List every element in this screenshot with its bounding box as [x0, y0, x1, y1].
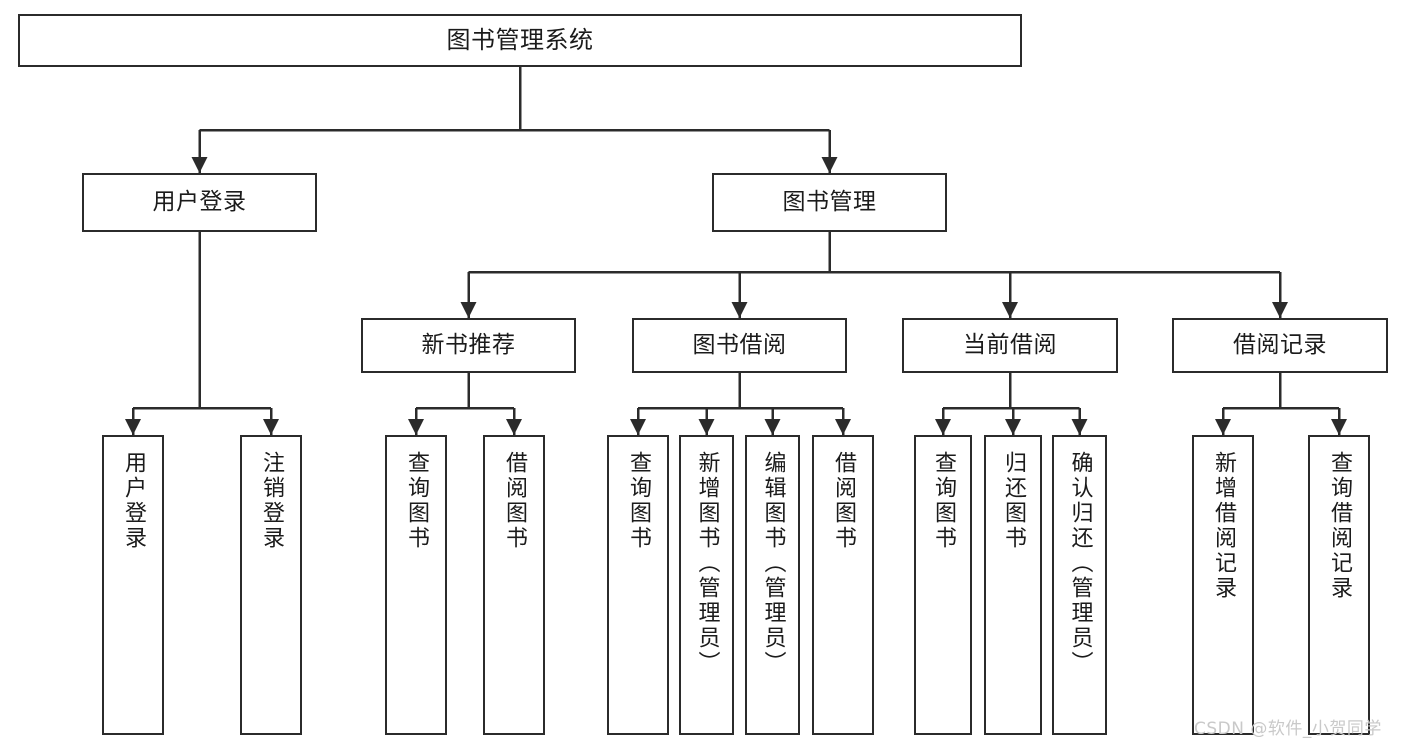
node-leaf-query-record[interactable]: 查询借阅记录	[1308, 435, 1370, 735]
node-label: 用户登录	[121, 451, 146, 551]
node-leaf-add-book[interactable]: 新增图书（管理员）	[679, 435, 734, 735]
node-book-mgmt[interactable]: 图书管理	[712, 173, 947, 232]
node-leaf-return-book[interactable]: 归还图书	[984, 435, 1042, 735]
node-leaf-user-login[interactable]: 用户登录	[102, 435, 164, 735]
node-label: 查询图书	[931, 451, 956, 551]
node-leaf-borrow-book-1[interactable]: 借阅图书	[483, 435, 545, 735]
node-leaf-edit-book[interactable]: 编辑图书（管理员）	[745, 435, 800, 735]
node-label: 当前借阅	[963, 331, 1057, 358]
node-leaf-query-book-2[interactable]: 查询图书	[607, 435, 669, 735]
node-leaf-confirm-return[interactable]: 确认归还（管理员）	[1052, 435, 1107, 735]
node-leaf-query-book-1[interactable]: 查询图书	[385, 435, 447, 735]
node-new-book-rec[interactable]: 新书推荐	[361, 318, 576, 373]
node-label: 注销登录	[259, 451, 284, 551]
node-book-borrow[interactable]: 图书借阅	[632, 318, 847, 373]
node-label: 新增图书（管理员）	[694, 451, 720, 676]
node-label: 确认归还（管理员）	[1067, 451, 1093, 676]
node-label: 借阅记录	[1233, 331, 1327, 358]
node-leaf-user-logout[interactable]: 注销登录	[240, 435, 302, 735]
node-label: 图书借阅	[692, 331, 787, 358]
node-root[interactable]: 图书管理系统	[18, 14, 1022, 67]
node-leaf-add-record[interactable]: 新增借阅记录	[1192, 435, 1254, 735]
node-label: 查询借阅记录	[1327, 451, 1352, 601]
node-label: 图书管理系统	[446, 26, 594, 55]
node-label: 新增借阅记录	[1211, 451, 1236, 601]
node-user-login[interactable]: 用户登录	[82, 173, 317, 232]
node-leaf-borrow-book-2[interactable]: 借阅图书	[812, 435, 874, 735]
node-label: 归还图书	[1001, 451, 1026, 551]
node-label: 用户登录	[152, 188, 247, 215]
node-label: 借阅图书	[502, 451, 527, 551]
node-label: 查询图书	[404, 451, 429, 551]
node-leaf-query-book-3[interactable]: 查询图书	[914, 435, 972, 735]
node-label: 查询图书	[626, 451, 651, 551]
node-label: 新书推荐	[421, 331, 516, 358]
node-label: 图书管理	[782, 188, 877, 215]
node-current-borrow[interactable]: 当前借阅	[902, 318, 1118, 373]
node-label: 借阅图书	[831, 451, 856, 551]
node-label: 编辑图书（管理员）	[760, 451, 786, 676]
node-borrow-record[interactable]: 借阅记录	[1172, 318, 1388, 373]
